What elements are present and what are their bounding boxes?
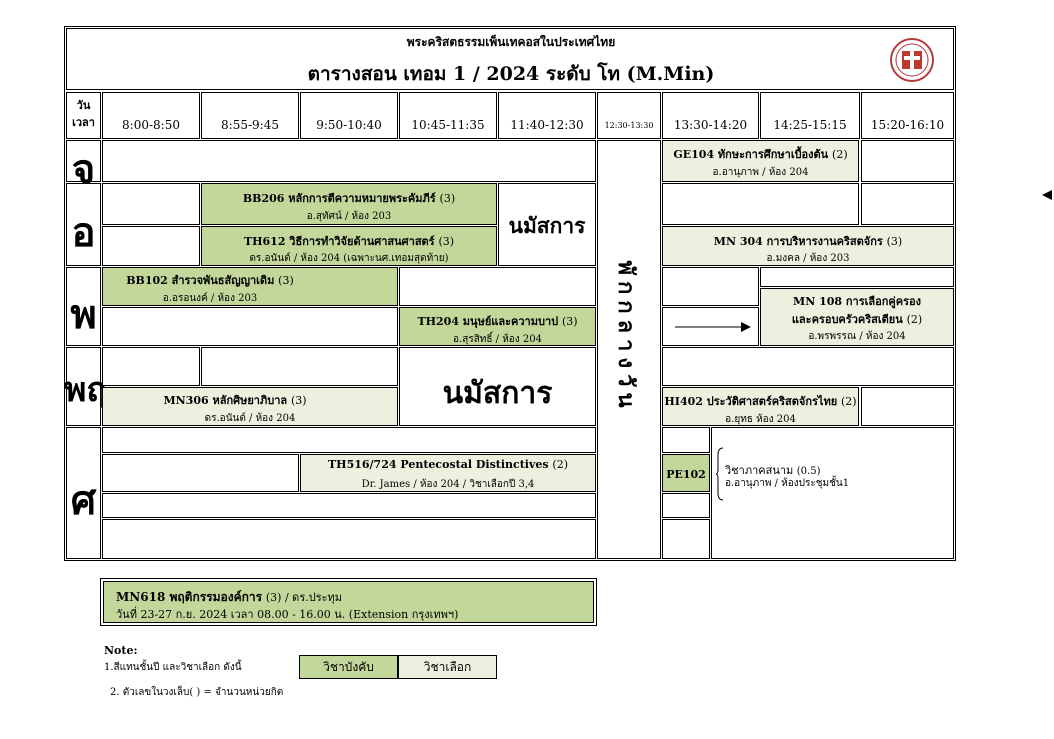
fri-afternoon: วิชาภาคสนาม (0.5) อ.อานุภาพ / ห้องประชุม… [711, 427, 954, 559]
course-mn108: MN 108 การเลือกคู่ครอง และครอบครัวคริสเต… [760, 288, 954, 346]
course-bb102: BB102 สำรวจพันธสัญญาเดิม (3) อ.อรอนงค์ /… [102, 267, 398, 306]
course-hi402: HI402 ประวัติศาสตร์คริสตจักรไทย (2) อ.ยุ… [662, 387, 859, 426]
brace-icon [716, 447, 724, 501]
lunch-label: พักกลางวัน [613, 260, 639, 414]
time-header-9: 15:20-16:10 [861, 92, 954, 139]
course-ge104: GE104 ทักษะการศึกษาเบื้องต้น (2) อ.อานุภ… [662, 140, 859, 182]
time-header-3: 9:50-10:40 [300, 92, 398, 139]
arrow-right-icon [675, 322, 751, 332]
course-mn306: MN306 หลักศิษยาภิบาล (3) ดร.อนันต์ / ห้อ… [102, 387, 398, 426]
day-label-thu: พฤ [64, 347, 107, 426]
fri-slot-1-2 [102, 454, 299, 492]
org-name: พระคริสตธรรมเพ็นเทคอสในประเทศไทย [406, 35, 616, 49]
course-mn304: MN 304 การบริหารงานคริสตจักร (3) อ.มงคล … [662, 226, 954, 266]
day-label-tue: อ [66, 183, 101, 266]
tue-worship: นมัสการ [498, 183, 596, 266]
time-header-7: 13:30-14:20 [662, 92, 759, 139]
course-th516: TH516/724 Pentecostal Distinctives (2) D… [300, 454, 596, 492]
time-header-6: 12:30-13:30 [597, 92, 661, 139]
tue-slot-7-8 [662, 183, 859, 225]
lunch-column: พักกลางวัน [597, 140, 661, 559]
tue-slot-9 [861, 183, 954, 225]
caret-left-icon [1042, 190, 1052, 200]
thu-slot-9b [861, 387, 954, 426]
time-header-4: 10:45-11:35 [399, 92, 497, 139]
mon-morning-empty [102, 140, 596, 182]
time-header-8: 14:25-15:15 [760, 92, 860, 139]
day-label-mon: จ [66, 140, 101, 193]
tue-worship-label: นมัสการ [508, 213, 586, 238]
corner-cell: วัน เวลา [66, 92, 101, 139]
tue-slot-1a [102, 183, 200, 225]
legend-elective: วิชาเลือก [398, 655, 497, 679]
thu-slot-2-3a [201, 347, 398, 386]
tue-slot-1b [102, 226, 200, 266]
course-pe102: PE102 [662, 454, 710, 492]
course-th204: TH204 มนุษย์และความบาป (3) อ.สุรสิทธิ์ /… [399, 307, 596, 346]
timetable-frame [64, 26, 956, 561]
wed-slot-1-3b [102, 307, 398, 346]
page-title: ตารางสอน เทอม 1 / 2024 ระดับ โท (M.Min) [307, 63, 715, 85]
course-th612: TH612 วิธีการทำวิจัยด้านศาสนศาสตร์ (3) ด… [201, 226, 497, 266]
fri-slot-7c [662, 493, 710, 518]
legend-required: วิชาบังคับ [299, 655, 398, 679]
fri-slot-7a [662, 427, 710, 453]
fri-row-c [102, 493, 596, 518]
extension-box: MN618 พฤติกรรมองค์การ (3) / ดร.ประทุม วั… [100, 578, 597, 626]
thu-slot-1a [102, 347, 200, 386]
fri-row-a [102, 427, 596, 453]
course-mn618: MN618 พฤติกรรมองค์การ (3) / ดร.ประทุม วั… [103, 581, 594, 623]
course-bb206: BB206 หลักการตีความหมายพระคัมภีร์ (3) อ.… [201, 183, 497, 225]
seal-logo-icon [890, 38, 934, 82]
wed-slot-7b [662, 307, 759, 346]
mon-slot-9 [861, 140, 954, 182]
corner-time: เวลา [72, 116, 95, 129]
thu-afternoon-a [662, 347, 954, 386]
fri-slot-7d [662, 519, 710, 559]
note-heading: Note: [104, 644, 138, 657]
note-line-2: 2. ตัวเลขในวงเล็บ( ) = จำนวนหน่วยกิต [110, 687, 284, 698]
thu-worship-label: นมัสการ [442, 376, 553, 411]
header-box: พระคริสตธรรมเพ็นเทคอสในประเทศไทย ตารางสอ… [66, 28, 954, 90]
time-header-5: 11:40-12:30 [498, 92, 596, 139]
note-line-1: 1.สีแทนชั้นปี และวิชาเลือก ดังนี้ [104, 662, 242, 673]
thu-worship: นมัสการ [399, 347, 596, 426]
wed-slot-8-9a [760, 267, 954, 287]
time-header-2: 8:55-9:45 [201, 92, 299, 139]
day-label-fri: ศ [66, 427, 101, 559]
time-header-1: 8:00-8:50 [102, 92, 200, 139]
day-label-wed: พ [66, 267, 101, 346]
corner-day: วัน [76, 99, 91, 112]
wed-slot-4-5a [399, 267, 596, 306]
fri-row-d [102, 519, 596, 559]
wed-slot-7a [662, 267, 759, 306]
